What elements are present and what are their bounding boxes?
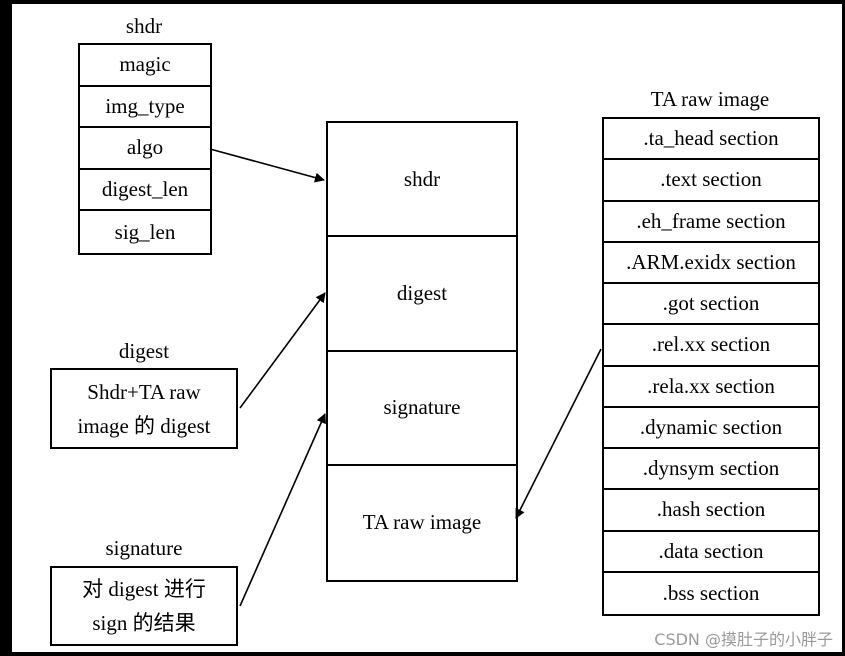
stack-part-digest: digest	[328, 237, 516, 352]
signed-image-stack: shdr digest signature TA raw image	[326, 121, 518, 582]
arrow-digest-to-stack	[239, 292, 326, 409]
digest-note-line: Shdr+TA raw	[87, 379, 201, 404]
arrow-shdr-to-stack	[209, 148, 325, 183]
shdr-fields-table: magic img_type algo digest_len sig_len	[78, 43, 212, 255]
shdr-field-sig-len: sig_len	[114, 219, 176, 244]
stack-part-shdr: shdr	[328, 123, 516, 238]
ta-raw-image-title: TA raw image	[650, 87, 770, 111]
arrow-sections-to-stack	[515, 348, 602, 519]
ta-section-row: .dynamic section	[604, 408, 818, 449]
ta-section-row: .text section	[604, 160, 818, 202]
ta-section-row: .eh_frame section	[604, 202, 818, 243]
ta-section-row: .ARM.exidx section	[604, 243, 818, 284]
shdr-field-digest-len: digest_len	[80, 170, 210, 212]
stack-part-signature: signature	[328, 352, 516, 466]
ta-section-row: .rela.xx section	[604, 367, 818, 408]
ta-sections-table: .ta_head section .text section .eh_frame…	[602, 117, 820, 616]
signature-note-box: 对 digest 进行 sign 的结果	[50, 566, 238, 646]
ta-section-row: .data section	[604, 532, 818, 573]
digest-note-title: digest	[118, 339, 170, 363]
ta-section-row: .ta_head section	[604, 119, 818, 161]
signature-note-line: sign 的结果	[92, 611, 196, 635]
ta-section-row: .rel.xx section	[604, 325, 818, 367]
ta-section-row: .got section	[604, 284, 818, 326]
stack-part-ta-raw-image: TA raw image	[362, 510, 482, 535]
digest-note-line: image 的 digest	[77, 413, 211, 438]
ta-section-row: .hash section	[604, 490, 818, 532]
arrow-signature-to-stack	[239, 413, 326, 607]
ta-section-row: .dynsym section	[604, 449, 818, 491]
shdr-field-img-type: img_type	[80, 87, 210, 129]
signature-note-title: signature	[105, 536, 183, 560]
shdr-field-magic: magic	[80, 45, 210, 87]
shdr-field-algo: algo	[80, 128, 210, 170]
ta-section-row: .bss section	[662, 580, 760, 605]
watermark: CSDN @摸肚子的小胖子	[654, 630, 833, 649]
signature-note-line: 对 digest 进行	[82, 577, 206, 601]
diagram-canvas	[12, 4, 842, 652]
shdr-table-title: shdr	[125, 14, 163, 38]
digest-note-box: Shdr+TA raw image 的 digest	[50, 368, 238, 449]
